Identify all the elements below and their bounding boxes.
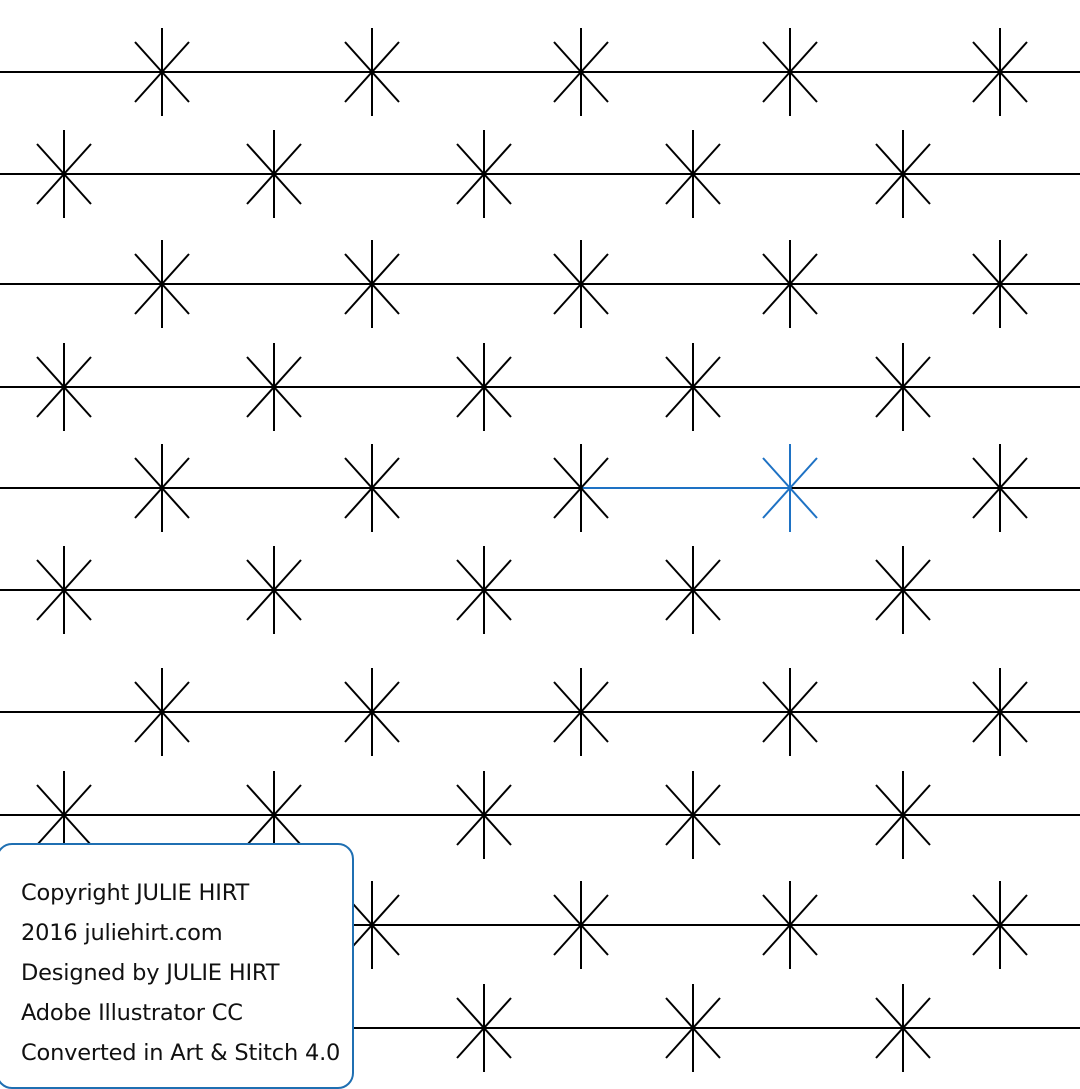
asterisk-motif [456,343,512,431]
asterisk-motif [553,28,609,116]
asterisk-motif [665,343,721,431]
asterisk-motif [456,546,512,634]
asterisk-motif [134,444,190,532]
copyright-info-box: Copyright JULIE HIRT 2016 juliehirt.com … [0,843,354,1089]
asterisk-motif [344,240,400,328]
asterisk-motif [134,668,190,756]
asterisk-motif [456,984,512,1072]
highlighted-asterisk-motif [762,444,818,532]
designer-line: Designed by JULIE HIRT [21,960,280,986]
asterisk-motif [762,881,818,969]
copyright-line: Copyright JULIE HIRT [21,880,250,906]
asterisk-motif [344,668,400,756]
asterisk-motif [972,28,1028,116]
conversion-line: Converted in Art & Stitch 4.0 [21,1040,341,1066]
asterisk-motif [553,881,609,969]
asterisk-motif [456,771,512,859]
software-line: Adobe Illustrator CC [21,1000,243,1026]
asterisk-motif [875,984,931,1072]
asterisk-motif [456,130,512,218]
asterisk-motif [875,771,931,859]
asterisk-motif [665,546,721,634]
asterisk-motif [134,28,190,116]
asterisk-motif [246,546,302,634]
asterisk-motif [553,668,609,756]
asterisk-motif [875,343,931,431]
website-line: 2016 juliehirt.com [21,920,223,946]
asterisk-motif [875,130,931,218]
asterisk-motif [762,28,818,116]
asterisk-motif [36,130,92,218]
asterisk-motif [134,240,190,328]
asterisk-motif [762,668,818,756]
asterisk-motif [553,444,609,532]
asterisk-motif [972,668,1028,756]
asterisk-motif [972,240,1028,328]
asterisk-motif [972,881,1028,969]
asterisk-motif [665,771,721,859]
asterisk-motif [875,546,931,634]
asterisk-motif [762,240,818,328]
asterisk-motif [344,881,400,969]
asterisk-motif [344,444,400,532]
asterisk-motif [665,130,721,218]
asterisk-motif [36,343,92,431]
asterisk-motif [972,444,1028,532]
asterisk-motif [553,240,609,328]
asterisk-motif [36,546,92,634]
asterisk-motif [344,28,400,116]
asterisk-motif [665,984,721,1072]
asterisk-motif [246,343,302,431]
asterisk-motif [246,130,302,218]
